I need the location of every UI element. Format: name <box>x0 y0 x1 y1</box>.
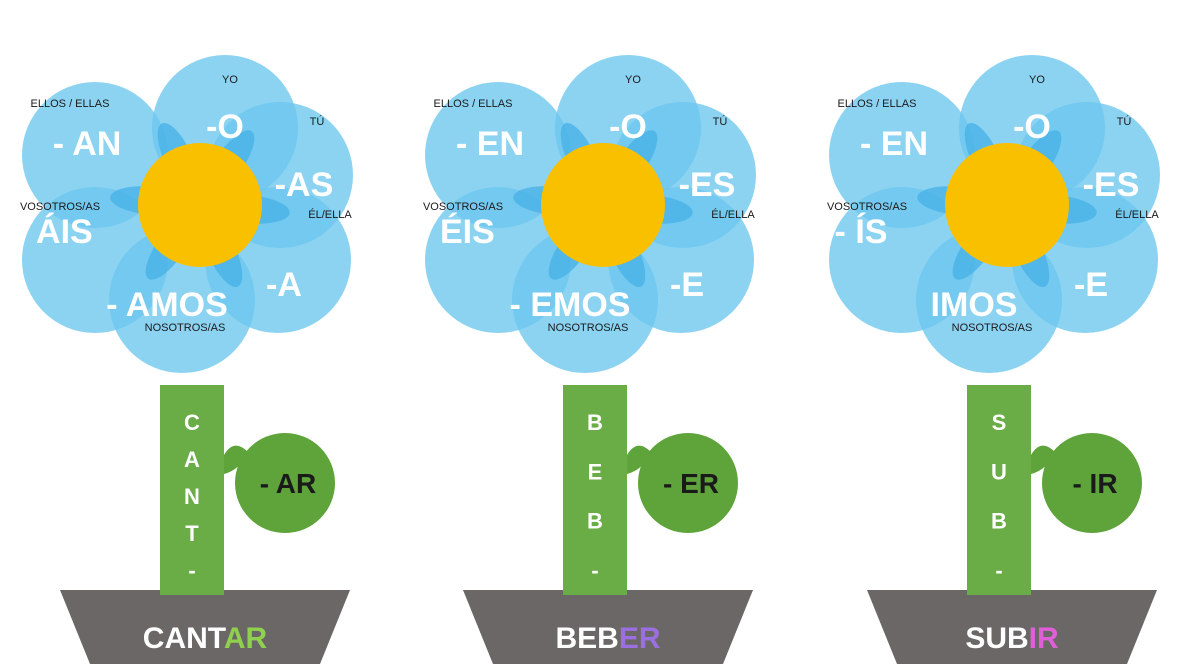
stem <box>563 385 627 595</box>
ending-tu: -AS <box>275 166 334 204</box>
stem-letter: U <box>991 459 1007 484</box>
leaf-ending-label: - ER <box>663 468 719 499</box>
stem-letter: - <box>188 558 195 583</box>
stem-letter: - <box>995 558 1002 583</box>
ending-yo: -O <box>206 108 244 146</box>
flower-center <box>541 143 665 267</box>
leaf-neck <box>224 445 248 474</box>
pot-verb-suffix: IR <box>1029 622 1059 655</box>
ending-nosotros: IMOS <box>931 286 1018 324</box>
pronoun-tu: TÚ <box>1117 115 1132 128</box>
flower-center <box>945 143 1069 267</box>
ending-nosotros: - AMOS <box>106 286 228 324</box>
pronoun-yo: YO <box>222 74 238 86</box>
stem-letter: S <box>992 410 1007 435</box>
ending-el-ella: -A <box>266 266 302 304</box>
stem-letter: N <box>184 484 200 509</box>
petal <box>22 187 168 333</box>
pot <box>867 590 1157 664</box>
leaf-blade <box>638 433 738 533</box>
pronoun-vosotros: VOSOTROS/AS <box>20 201 100 213</box>
pronoun-el-ella: ÉL/ELLA <box>711 208 755 221</box>
leaf-neck <box>627 445 651 474</box>
ending-el-ella: -E <box>670 266 704 304</box>
pot-verb-label: SUBIR <box>965 622 1059 655</box>
flower-er: - ER YO TÚ ÉL/ELLA NOSOTROS/AS VOSOTROS/AS ELL… <box>419 55 756 664</box>
stem-letter: E <box>588 459 603 484</box>
ending-tu: -ES <box>679 166 736 204</box>
pot <box>463 590 753 664</box>
flower-ir: - IR YO TÚ ÉL/ELLA NOSOTROS/AS VOSOTROS/AS ELL… <box>827 55 1160 664</box>
pronoun-yo: YO <box>1029 74 1045 86</box>
pot-verb-stem: SUB <box>965 622 1028 655</box>
pronoun-vosotros: VOSOTROS/AS <box>423 201 503 213</box>
ending-ellos: - EN <box>456 125 524 163</box>
stem-letter: A <box>184 447 200 472</box>
pronoun-yo: YO <box>625 74 641 86</box>
ending-ellos: - AN <box>53 125 122 163</box>
leaf: - ER <box>627 433 738 533</box>
pronoun-ellos: ELLOS / ELLAS <box>838 98 917 110</box>
ending-el-ella: -E <box>1074 266 1108 304</box>
leaf-blade <box>1042 433 1142 533</box>
leaf-neck <box>1031 445 1055 474</box>
flower-ar: - AR YO TÚ ÉL/ELLA NOSOTROS/AS VOSOTROS/AS ELL… <box>15 55 353 664</box>
ending-yo: -O <box>1013 108 1051 146</box>
ending-vosotros: - ÉIS <box>419 213 495 251</box>
ending-nosotros: - EMOS <box>510 286 631 324</box>
stem <box>160 385 224 595</box>
leaf-ending-label: - IR <box>1072 468 1117 499</box>
ending-tu: -ES <box>1083 166 1140 204</box>
pronoun-tu: TÚ <box>713 115 728 128</box>
stem-letter: B <box>991 509 1007 534</box>
pronoun-nosotros: NOSOTROS/AS <box>952 322 1033 334</box>
pot-verb-suffix: ER <box>619 622 661 655</box>
pot-verb-label: CANTAR <box>143 622 268 655</box>
ending-yo: -O <box>609 108 647 146</box>
pot <box>60 590 350 664</box>
petal <box>425 187 571 333</box>
stem-letter: B <box>587 410 603 435</box>
stem <box>967 385 1031 595</box>
leaf-ending-label: - AR <box>260 468 317 499</box>
pot-verb-stem: CANT <box>143 622 226 655</box>
stem-letter: B <box>587 509 603 534</box>
petal <box>829 187 975 333</box>
ending-vosotros: - ÁIS <box>15 213 92 251</box>
flower-center <box>138 143 262 267</box>
ending-ellos: - EN <box>860 125 928 163</box>
pronoun-ellos: ELLOS / ELLAS <box>31 98 110 110</box>
pronoun-tu: TÚ <box>310 115 325 128</box>
pronoun-nosotros: NOSOTROS/AS <box>145 322 226 334</box>
leaf: - IR <box>1031 433 1142 533</box>
pronoun-ellos: ELLOS / ELLAS <box>434 98 513 110</box>
stem-letter: - <box>591 558 598 583</box>
pot-verb-stem: BEB <box>555 622 618 655</box>
pronoun-nosotros: NOSOTROS/AS <box>548 322 629 334</box>
leaf-blade <box>235 433 335 533</box>
pronoun-vosotros: VOSOTROS/AS <box>827 201 907 213</box>
pronoun-el-ella: ÉL/ELLA <box>1115 208 1159 221</box>
pot-verb-label: BEBER <box>555 622 660 655</box>
pronoun-el-ella: ÉL/ELLA <box>308 208 352 221</box>
stem-letter: C <box>184 410 200 435</box>
ending-vosotros: - ÍS <box>835 213 888 251</box>
leaf: - AR <box>224 433 335 533</box>
pot-verb-suffix: AR <box>224 622 268 655</box>
stem-letter: T <box>185 521 199 546</box>
